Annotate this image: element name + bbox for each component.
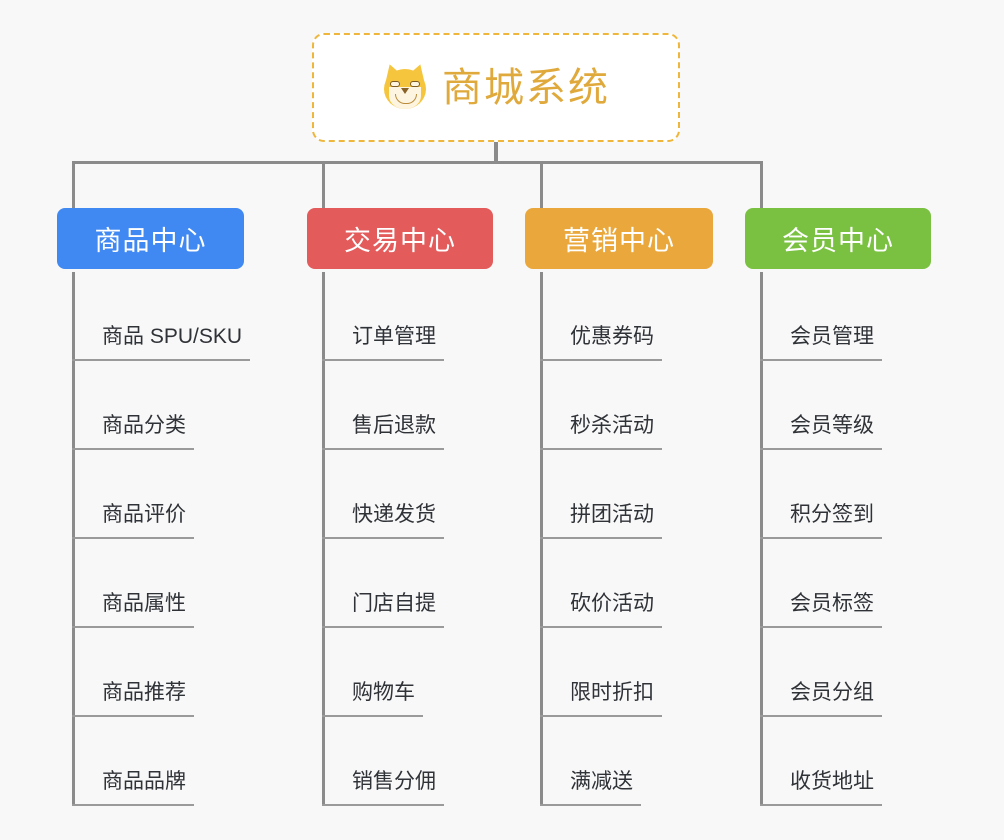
leaf-item-rule [72, 626, 194, 628]
column-spine [760, 272, 763, 806]
connector-drop-marketing-center [540, 161, 543, 208]
leaf-item-rule [72, 715, 194, 717]
leaf-item-rule [72, 359, 250, 361]
category-label: 营销中心 [563, 226, 675, 256]
leaf-item-rule [760, 448, 882, 450]
leaf-item-label: 商品推荐 [102, 681, 186, 704]
leaf-item-rule [540, 715, 662, 717]
connector-bus [72, 161, 763, 164]
leaf-item-rule [322, 537, 444, 539]
leaf-item-rule [760, 626, 882, 628]
category-label: 商品中心 [94, 226, 207, 256]
column-spine [322, 272, 325, 806]
leaf-item-label: 购物车 [352, 681, 415, 704]
leaf-item-label: 优惠券码 [570, 325, 654, 348]
leaf-item-rule [760, 359, 882, 361]
leaf-item-rule [760, 715, 882, 717]
shiba-nose [401, 87, 409, 94]
category-label: 交易中心 [344, 226, 456, 256]
leaf-item-rule [540, 804, 641, 806]
shiba-eye-right [410, 80, 420, 87]
leaf-item-label: 会员标签 [790, 592, 874, 615]
leaf-item-label: 商品 SPU/SKU [102, 325, 243, 348]
leaf-item-label: 商品分类 [102, 414, 186, 437]
leaf-item-label: 商品属性 [102, 592, 186, 615]
leaf-item-label: 满减送 [570, 770, 633, 793]
leaf-item-label: 售后退款 [352, 414, 436, 437]
category-label: 会员中心 [782, 226, 894, 256]
leaf-item-label: 门店自提 [352, 592, 436, 615]
leaf-item-rule [540, 359, 662, 361]
leaf-item-label: 积分签到 [790, 503, 874, 526]
leaf-item-rule [322, 359, 444, 361]
leaf-item-rule [540, 448, 662, 450]
leaf-item-label: 快递发货 [352, 503, 436, 526]
leaf-item-label: 会员分组 [790, 681, 874, 704]
column-spine [72, 272, 75, 806]
leaf-item-rule [540, 626, 662, 628]
leaf-item-label: 限时折扣 [570, 681, 654, 704]
leaf-item-label: 商品评价 [102, 503, 186, 526]
leaf-item-rule [760, 537, 882, 539]
shiba-eye-left [390, 80, 400, 87]
shiba-dog-icon [381, 61, 429, 111]
connector-root-stem [494, 142, 498, 164]
category-box-product-center[interactable]: 商品中心 [57, 208, 244, 269]
category-box-member-center[interactable]: 会员中心 [745, 208, 931, 269]
leaf-item-label: 会员等级 [790, 414, 874, 437]
page-title: 商城系统 [442, 65, 610, 110]
connector-drop-member-center [760, 161, 763, 208]
leaf-item-label: 收货地址 [790, 770, 874, 793]
leaf-item-rule [72, 448, 194, 450]
leaf-item-label: 砍价活动 [570, 592, 654, 615]
leaf-item-rule [72, 804, 194, 806]
category-box-trade-center[interactable]: 交易中心 [307, 208, 493, 269]
leaf-item-label: 商品品牌 [102, 770, 186, 793]
leaf-item-label: 会员管理 [790, 325, 874, 348]
root-node[interactable]: 商城系统 [312, 33, 680, 142]
connector-drop-trade-center [322, 161, 325, 208]
leaf-item-rule [322, 804, 444, 806]
leaf-item-rule [322, 626, 444, 628]
leaf-item-rule [72, 537, 194, 539]
connector-drop-product-center [72, 161, 75, 208]
leaf-item-rule [322, 715, 423, 717]
leaf-item-rule [540, 537, 662, 539]
leaf-item-label: 销售分佣 [352, 770, 436, 793]
leaf-item-rule [760, 804, 882, 806]
column-spine [540, 272, 543, 806]
leaf-item-label: 秒杀活动 [570, 414, 654, 437]
leaf-item-rule [322, 448, 444, 450]
leaf-item-label: 拼团活动 [570, 503, 654, 526]
category-box-marketing-center[interactable]: 营销中心 [525, 208, 713, 269]
leaf-item-label: 订单管理 [352, 325, 436, 348]
shiba-muzzle [389, 86, 421, 109]
